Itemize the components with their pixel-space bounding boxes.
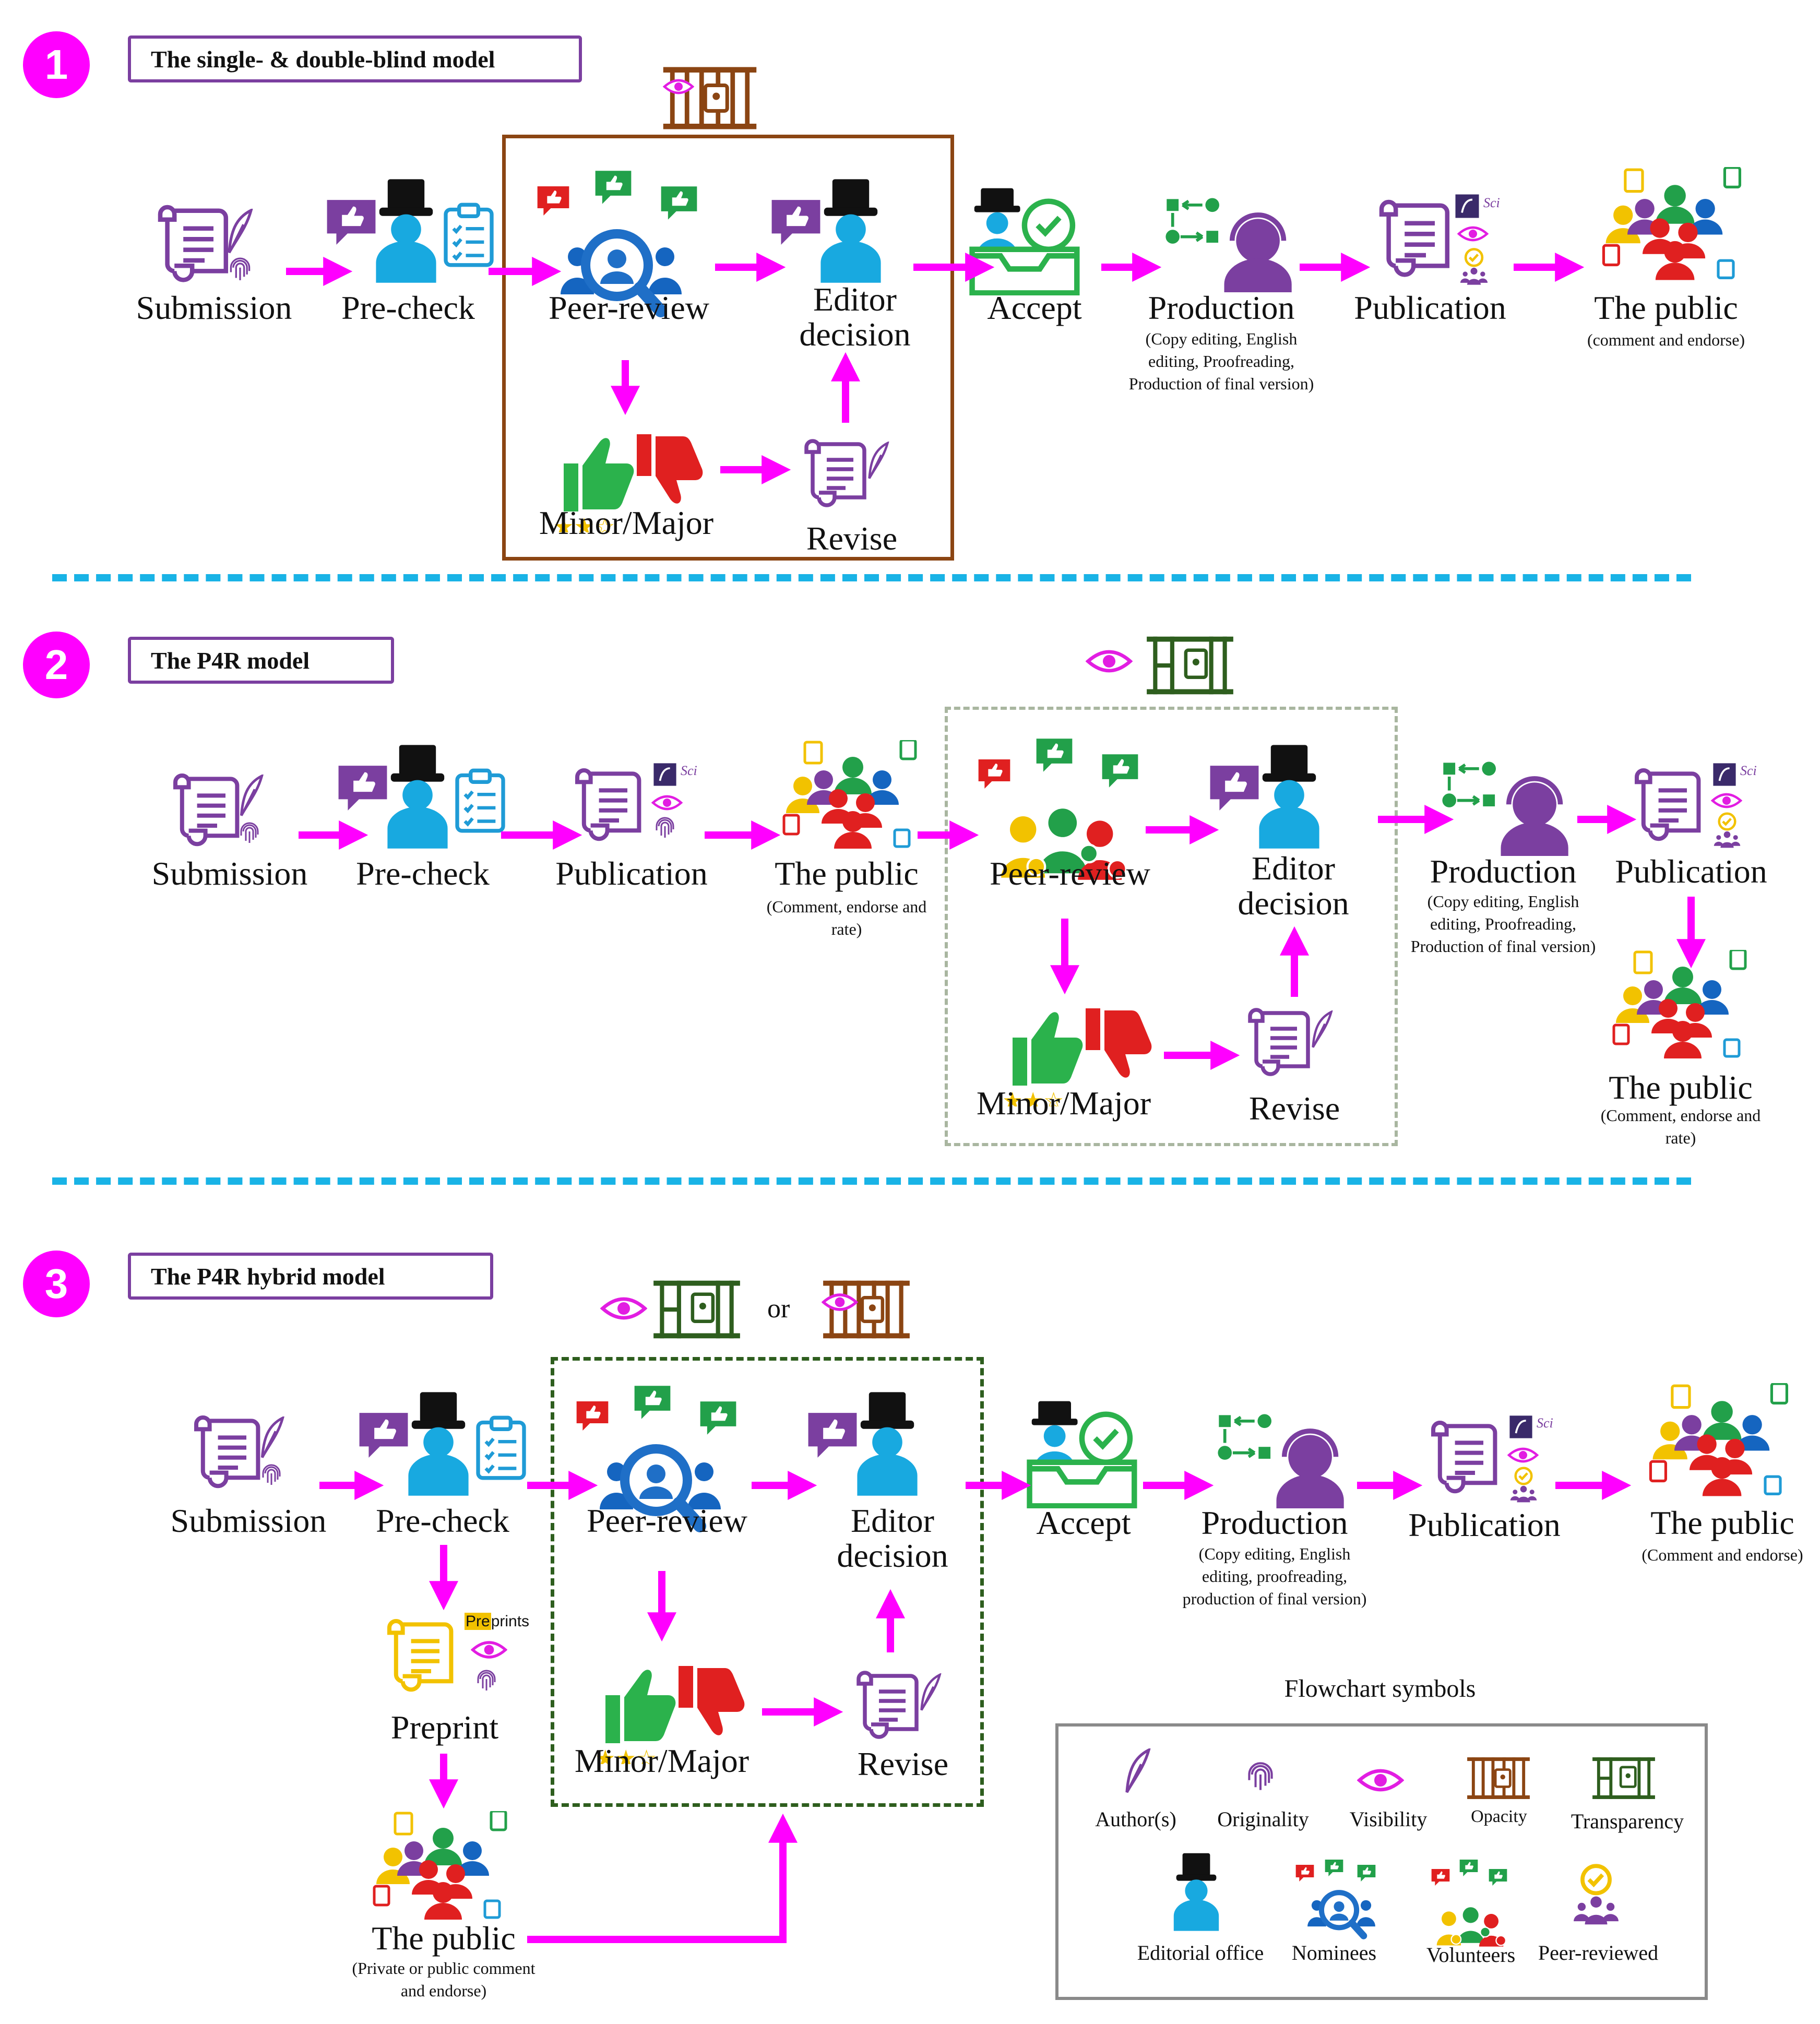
section-1-title: The single- & double-blind model [128,35,582,82]
legend-opacity-icon [1465,1754,1532,1805]
s2-editor-label: Editor decision [1238,850,1349,922]
s1-publication-icon: Sci [1373,193,1500,284]
s1-production-label: Production [1148,289,1295,326]
s3-public-private-label: The public [372,1920,516,1957]
s3-public-sub: (Comment and endorse) [1641,1545,1803,1564]
separator-1 [52,574,1691,581]
s2-production-sub: (Copy editing, English editing, Proofrea… [1410,892,1596,956]
s3-precheck-label: Pre-check [376,1502,509,1539]
section-3-badge: 3 [23,1251,90,1317]
s3-submission-label: Submission [170,1502,327,1539]
legend-visibility-icon [1357,1766,1404,1796]
s2-public1-sub: (Comment, endorse and rate) [766,897,927,939]
legend-peer-reviewed-icon [1572,1863,1620,1930]
s3-preprints-badge-b: prints [491,1613,530,1630]
s3-accept-label: Accept [1036,1504,1131,1541]
legend-title: Flowchart symbols [1284,1675,1476,1702]
s1-precheck-label: Pre-check [341,289,475,326]
s3-peer-review-label: Peer-review [587,1502,747,1539]
s3-production-sub: (Copy editing, English editing, proofrea… [1182,1544,1367,1609]
s2-sci-text-1: Sci [681,763,697,778]
legend-author-label: Author(s) [1095,1807,1176,1831]
s2-publication1-icon: Sci [569,762,697,848]
s3-public-label: The public [1650,1504,1794,1541]
s2-production-label: Production [1430,853,1577,890]
s2-publication2-label: Publication [1615,853,1767,890]
s2-revise-label: Revise [1248,1090,1340,1127]
separator-2 [52,1177,1691,1185]
s3-or-label: or [767,1294,790,1324]
s2-public2-sub: (Comment, endorse and rate) [1600,1106,1761,1148]
s3-public-private-sub: (Private or public comment and endorse) [352,1959,536,2001]
s3-publication-icon: Sci [1425,1414,1553,1500]
s3-preprint-icon: Preprints [381,1613,529,1698]
s3-editor-label: Editor decision [837,1502,948,1575]
s1-publication-label: Publication [1354,289,1506,326]
legend-visibility-label: Visibility [1349,1807,1428,1831]
s3-preprints-badge-a: Pre [465,1613,491,1630]
s1-editor-label: Editor decision [799,281,911,353]
s2-sci-text-2: Sci [1740,763,1757,778]
s2-public1-label: The public [775,855,919,892]
legend-nominees-label: Nominees [1291,1941,1377,1965]
section-2-title: The P4R model [128,637,394,684]
s3-minor-major-label: Minor/Major [574,1742,750,1779]
s3-sci-text: Sci [1537,1415,1553,1431]
legend-transparency-icon [1590,1754,1658,1805]
section-1-arrows [286,253,1585,484]
s2-publication1-label: Publication [555,855,708,892]
s2-publication2-icon: Sci [1628,762,1757,848]
legend-editorial-label: Editorial office [1137,1941,1264,1965]
s1-minor-major-label: Minor/Major [539,504,714,541]
section-1-review-frame [502,135,954,561]
s3-preprint-label: Preprint [390,1709,499,1746]
s2-minor-major-label: Minor/Major [976,1085,1151,1122]
legend-transparency-label: Transparency [1571,1809,1684,1833]
legend-originality-icon [1246,1759,1275,1796]
s3-revise-label: Revise [857,1745,949,1782]
s2-public2-label: The public [1609,1069,1753,1106]
legend-author-icon [1122,1748,1153,1797]
section-2-review-frame [945,707,1398,1146]
s2-precheck-label: Pre-check [356,855,490,892]
section-3-review-frame [551,1357,984,1807]
section-1-badge: 1 [23,31,90,98]
s1-submission-label: Submission [136,289,292,326]
legend-box [1055,1723,1708,2000]
section-2-arrows [299,805,1706,1070]
s1-accept-label: Accept [987,289,1082,326]
s1-sci-text: Sci [1483,195,1500,210]
s1-production-sub: (Copy editing, English editing, Proofrea… [1128,329,1314,394]
s3-preprints-badge: Preprints [465,1613,529,1630]
section-2-badge: 2 [23,632,90,698]
s1-public-sub: (comment and endorse) [1587,330,1745,349]
legend-peer-reviewed-label: Peer-reviewed [1538,1941,1659,1965]
section-3-title: The P4R hybrid model [128,1253,493,1300]
s1-public-label: The public [1594,289,1738,326]
legend-volunteers-label: Volunteers [1426,1943,1516,1967]
legend-editorial-icon [1165,1851,1228,1934]
s3-production-label: Production [1201,1504,1348,1541]
legend-opacity-label: Opacity [1471,1807,1527,1826]
s1-revise-label: Revise [806,520,898,557]
s2-submission-label: Submission [151,855,308,892]
s1-peer-review-label: Peer-review [549,289,709,326]
legend-originality-label: Originality [1217,1807,1309,1831]
s2-peer-review-label: Peer-review [990,855,1150,892]
s3-publication-label: Publication [1408,1506,1561,1543]
